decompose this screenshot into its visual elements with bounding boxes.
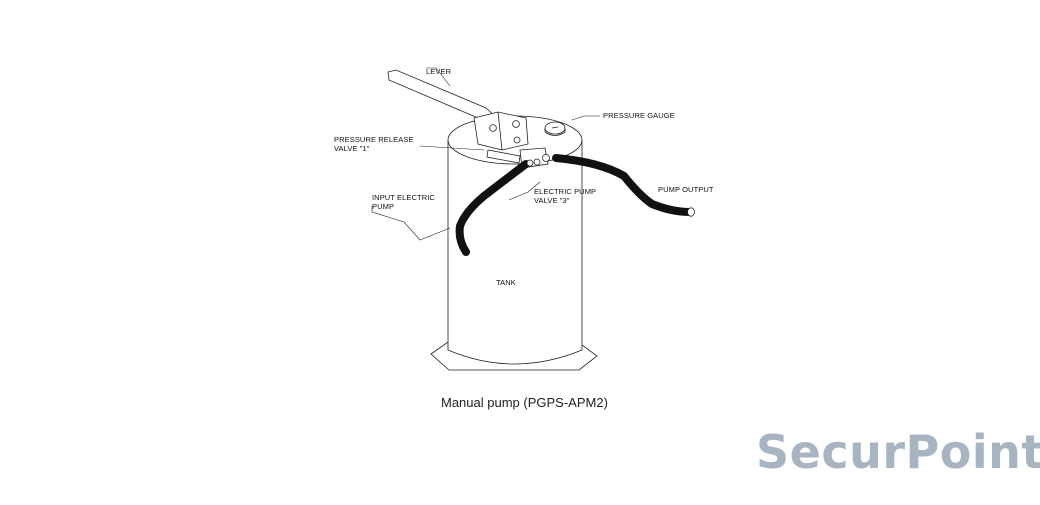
label-tank: TANK xyxy=(496,278,516,287)
label-input-electric-pump-1: INPUT ELECTRIC xyxy=(372,193,435,202)
label-electric-pump-valve-2: VALVE "3" xyxy=(534,196,570,205)
diagram-caption: Manual pump (PGPS-APM2) xyxy=(441,395,608,410)
securpoint-logo: SecurPoint xyxy=(756,424,1040,480)
label-pressure-release-valve-2: VALVE "1" xyxy=(334,144,370,153)
label-pump-output: PUMP OUTPUT xyxy=(658,185,714,194)
input-hose xyxy=(455,160,530,256)
label-lever: LEVER xyxy=(426,67,452,76)
logo-text: SecurPoint xyxy=(756,425,1040,479)
label-electric-pump-valve-1: ELECTRIC PUMP xyxy=(534,187,597,196)
label-input-electric-pump-2: PUMP xyxy=(372,202,395,211)
label-pressure-release-valve-1: PRESSURE RELEASE xyxy=(334,135,414,144)
label-pressure-gauge: PRESSURE GAUGE xyxy=(603,111,675,120)
pressure-gauge xyxy=(544,121,566,135)
pressure-release-valve xyxy=(486,149,521,164)
output-hose xyxy=(552,154,694,216)
